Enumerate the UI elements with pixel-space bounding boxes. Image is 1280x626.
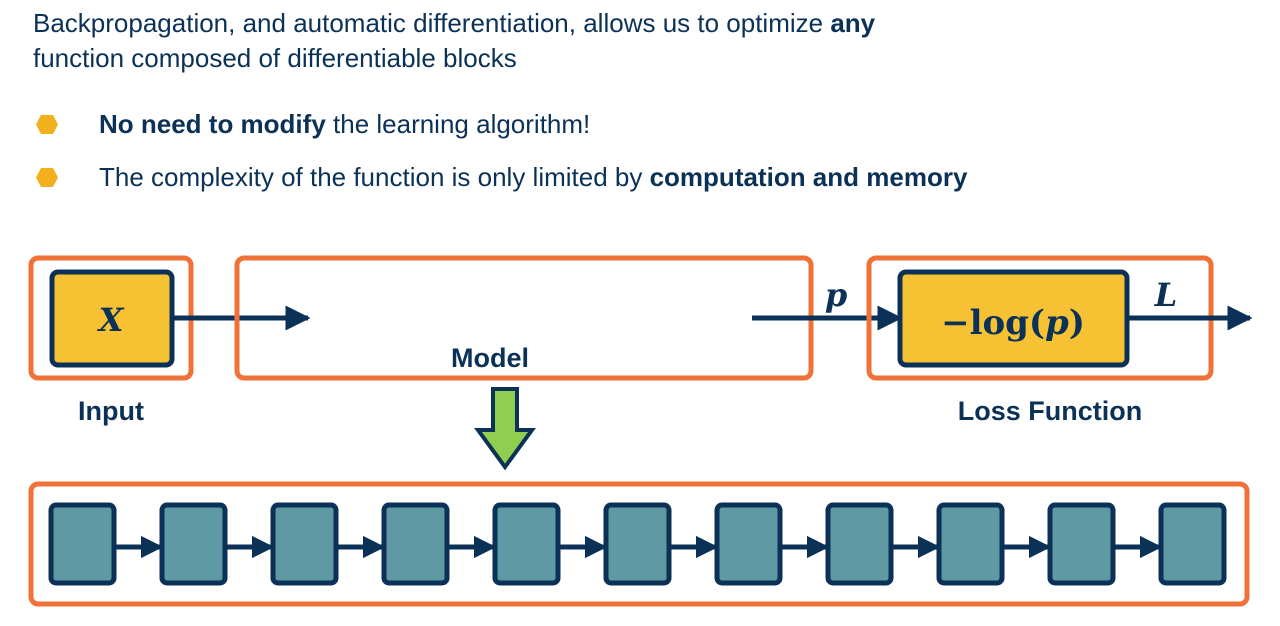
model-layer-block [48, 502, 117, 586]
bullet-text: the learning algorithm! [325, 109, 591, 139]
block-chain [48, 502, 1227, 586]
bullet-list: No need to modify the learning algorithm… [33, 109, 967, 215]
bullet-bold-text: computation and memory [649, 162, 968, 192]
bullet-text: The complexity of the function is only l… [99, 162, 650, 192]
intro-text-cont: function composed of differentiable bloc… [33, 43, 517, 73]
model-layer-block [603, 502, 672, 586]
loss-label: Loss Function [958, 396, 1143, 426]
model-layer-block [159, 502, 228, 586]
model-label: Model [451, 343, 529, 373]
model-layer-block [714, 502, 783, 586]
loss-output-symbol: L [1154, 276, 1178, 314]
model-layer-block [1158, 502, 1227, 586]
intro-paragraph: Backpropagation, and automatic different… [33, 6, 1253, 76]
intro-bold-any: any [830, 8, 876, 38]
bullet-item: No need to modify the learning algorithm… [33, 109, 967, 139]
model-layer-block [381, 502, 450, 586]
model-layer-block [1047, 502, 1116, 586]
output-symbol-p: p [825, 276, 847, 314]
model-layer-block [270, 502, 339, 586]
model-layer-block [825, 502, 894, 586]
expand-down-arrow-icon [474, 387, 536, 471]
hexagon-bullet-icon [36, 168, 58, 187]
intro-text: Backpropagation, and automatic different… [33, 8, 831, 38]
bullet-item: The complexity of the function is only l… [33, 162, 967, 192]
model-layer-block [936, 502, 1005, 586]
loss-formula: −log(p) [941, 303, 1085, 343]
expanded-model-border [28, 481, 1250, 607]
bullet-bold-text: No need to modify [99, 109, 326, 139]
model-layer-block [492, 502, 561, 586]
hexagon-bullet-icon [36, 115, 58, 134]
input-symbol: X [97, 301, 125, 339]
input-label: Input [78, 396, 144, 426]
